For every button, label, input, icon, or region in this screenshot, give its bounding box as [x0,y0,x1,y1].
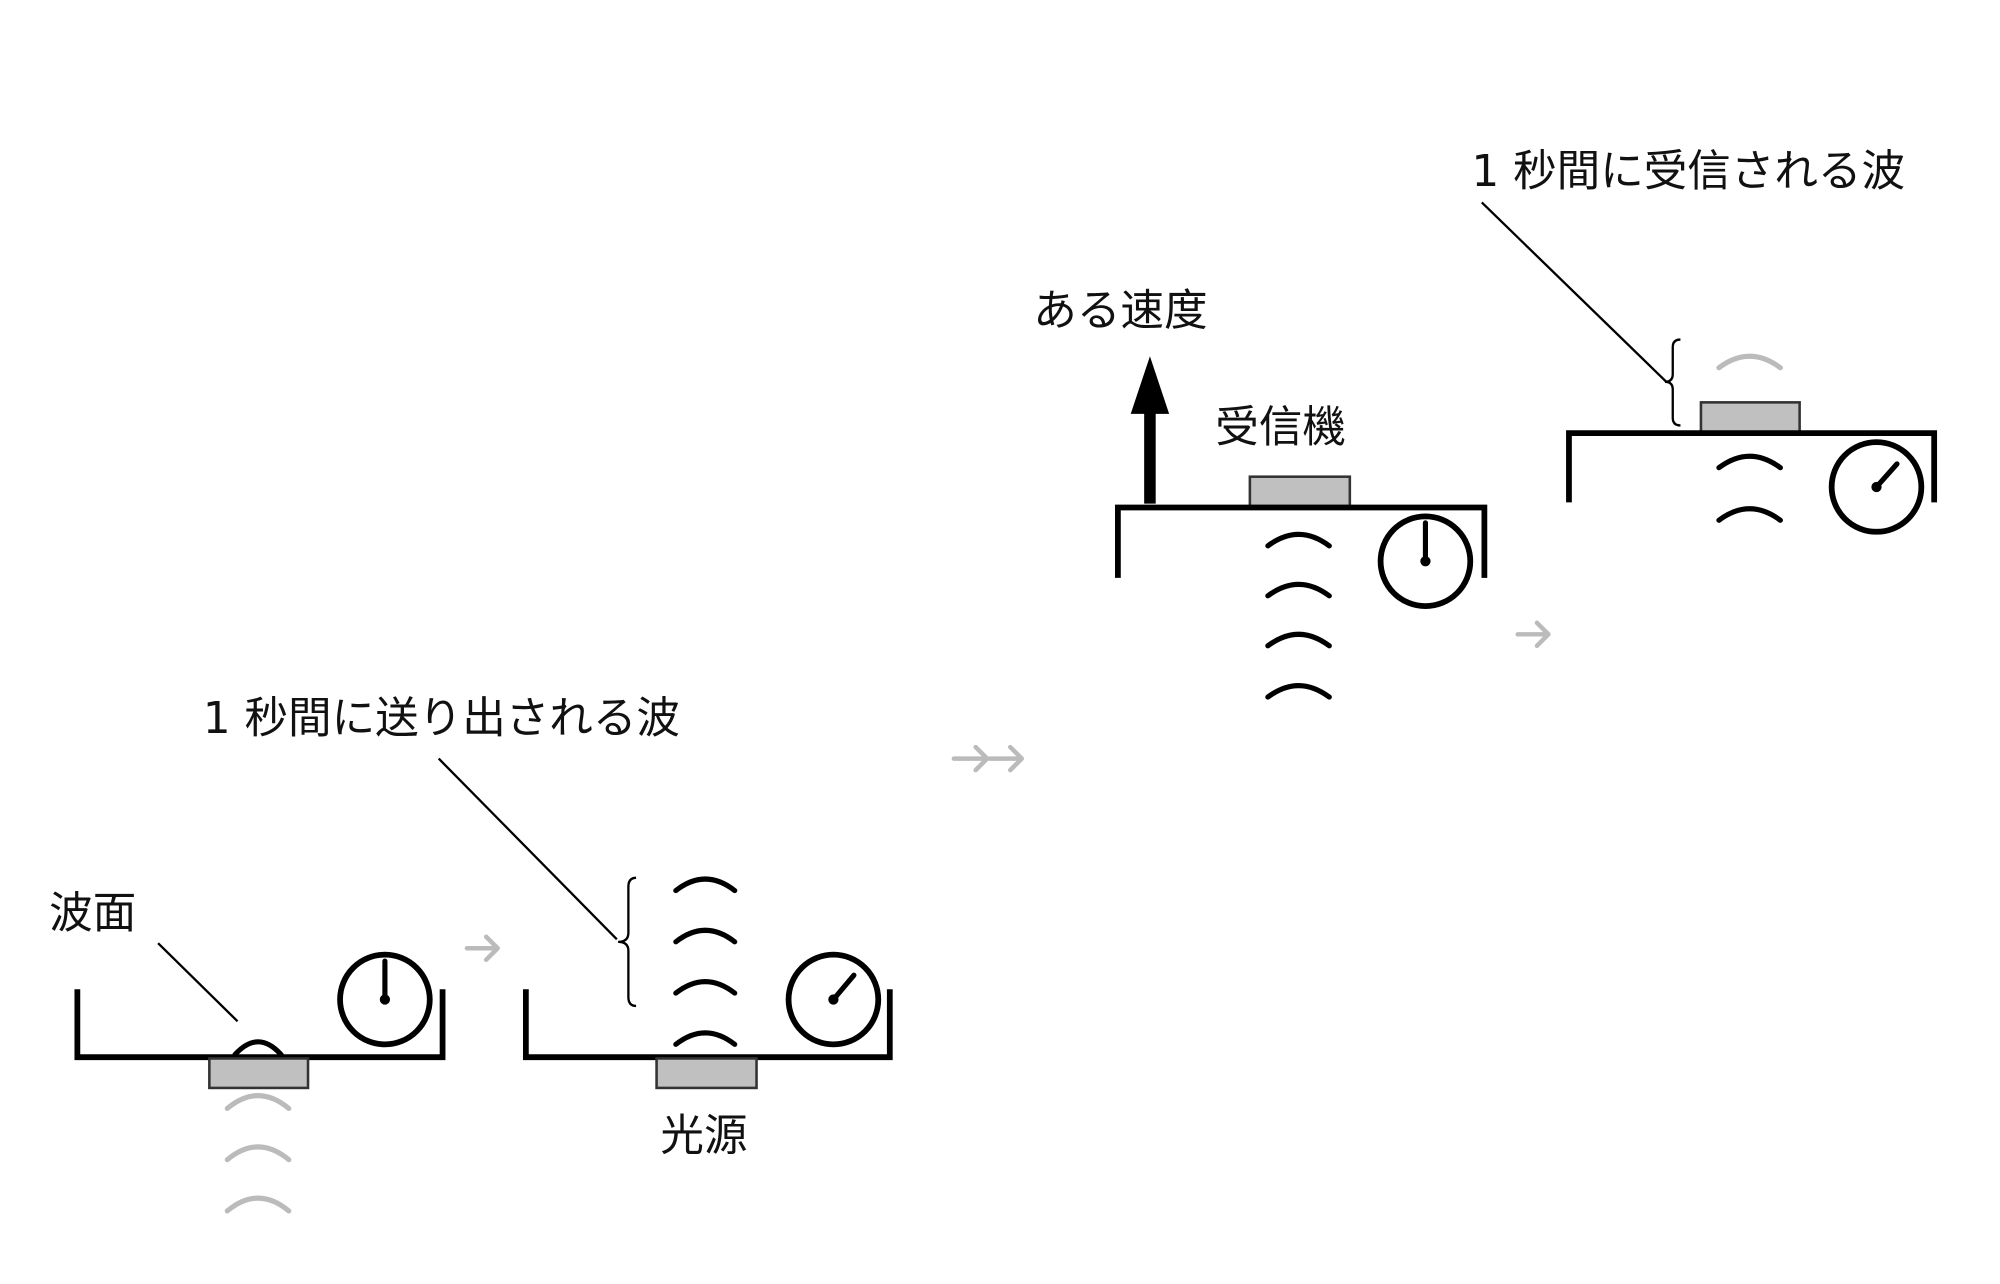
faded-wave-arc [1716,353,1783,371]
step-arrow-icon [1515,620,1551,649]
clock-pivot [1420,556,1431,567]
wave-arc [1716,453,1783,471]
receiver-label: 受信機 [1215,403,1346,453]
wavefront-arc [232,1039,284,1058]
panel-receiver-start: ある速度 受信機 [1033,286,1488,700]
wave-arc [673,876,738,894]
waves-received-leader-line [1481,201,1668,383]
receiver-device [1699,401,1801,434]
clock-pivot [828,994,839,1005]
clock-hand [830,972,857,1003]
wave-arc [673,1030,738,1047]
light-source-device [655,1057,758,1090]
clock-hand [1873,461,1900,490]
container-frame [1566,430,1938,503]
faded-wave-arc [224,1093,292,1112]
panel-source-start: 波面 [49,889,446,1214]
faded-wave-arc [224,1144,292,1163]
faded-wave-arc [224,1195,292,1214]
container-frame [1115,504,1488,578]
wave-arc [1716,506,1783,523]
clock-pivot [379,994,391,1005]
wavefront-leader-line [157,942,239,1023]
wave-arc [1265,683,1332,700]
waves-emitted-label: 1 秒間に送り出される波 [203,694,680,744]
some-velocity-label: ある速度 [1033,286,1207,336]
wave-arc [673,979,738,996]
light-source-label: 光源 [660,1112,747,1162]
wavefront-label: 波面 [49,889,136,939]
wave-arc [1265,531,1332,549]
brace-icon [618,876,637,1008]
waves-emitted-leader-line [437,757,618,941]
velocity-arrow-icon [1130,356,1170,414]
brace-icon [1665,338,1681,427]
panel-receiver-after-1s: 1 秒間に受信される波 [1472,147,1938,535]
wave-arc [1265,581,1332,599]
clock-pivot [1871,481,1882,493]
waves-received-label: 1 秒間に受信される波 [1472,147,1905,197]
double-step-arrow-icon [951,744,1025,773]
step-arrow-icon [464,934,500,963]
light-source-device [208,1057,310,1090]
receiver-device [1248,475,1352,508]
panel-source-after-1s: 1 秒間に送り出される波 光源 [203,694,893,1162]
wave-arc [1265,631,1332,649]
wave-arc [673,927,738,945]
